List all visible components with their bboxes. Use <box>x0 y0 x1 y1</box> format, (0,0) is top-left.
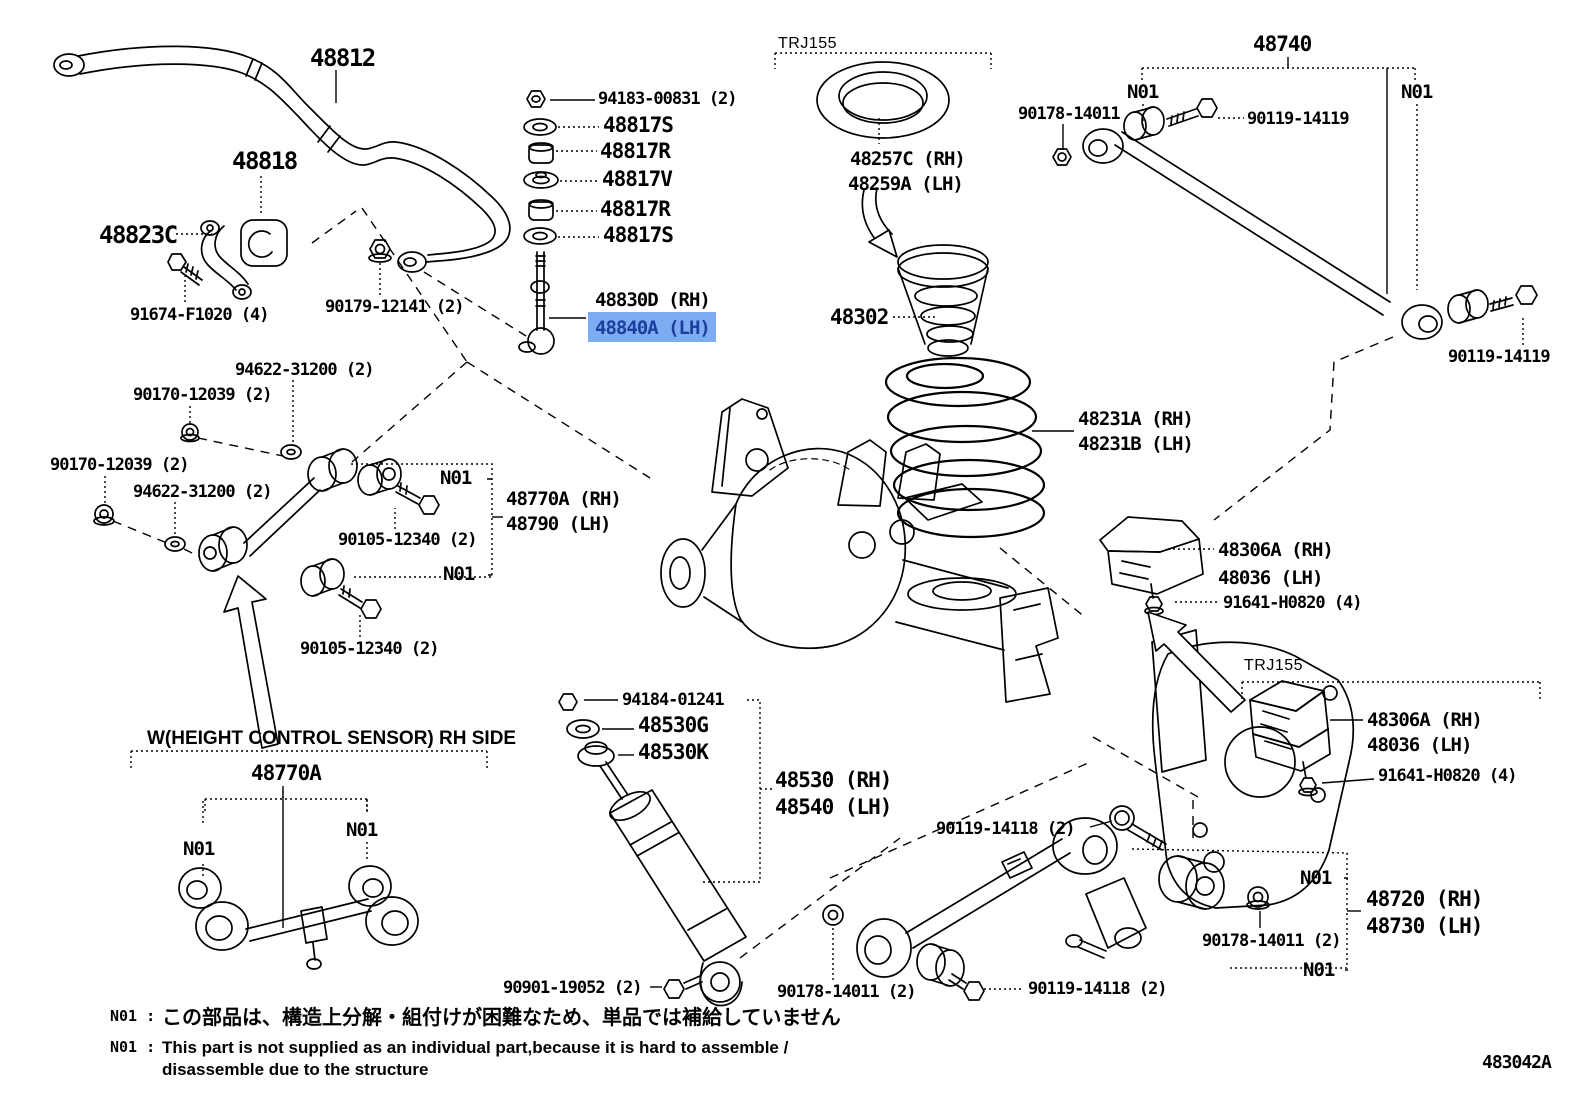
part-label-48530-rh[interactable]: 48530 (RH) <box>775 768 892 792</box>
height-sensor-arrow <box>223 575 279 749</box>
note-ref-n01-arm-lower: N01 <box>443 563 475 585</box>
axle-housing-drawing <box>660 398 1355 959</box>
footnote-marker-en: N01 : <box>110 1038 155 1056</box>
part-label-48259a-lh[interactable]: 48259A (LH) <box>848 173 964 195</box>
lateral-rod-upper-drawing <box>1052 98 1538 340</box>
selected-part-highlight <box>588 312 716 342</box>
bump-stopper-arrow <box>1147 611 1246 713</box>
part-label-90178-14011-center[interactable]: 90178-14011 (2) <box>777 982 917 1002</box>
part-label-48817s-upper[interactable]: 48817S <box>603 113 674 137</box>
part-label-94184-01241[interactable]: 94184-01241 <box>622 690 725 710</box>
stabilizer-bushing-drawing <box>240 219 288 267</box>
part-label-94622-31200-1[interactable]: 94622-31200 (2) <box>235 360 375 380</box>
shock-absorber-drawing <box>558 693 747 1007</box>
bump-stopper-upper-drawing <box>1099 516 1204 616</box>
part-label-48257c-rh[interactable]: 48257C (RH) <box>850 148 966 170</box>
assembly-reference-lines <box>112 207 1394 959</box>
lateral-rod-lower-drawing <box>822 805 1270 1001</box>
part-label-91674-f1020[interactable]: 91674-F1020 (4) <box>130 305 270 325</box>
note-ref-n01-rod-lower-bottom: N01 <box>1303 959 1335 981</box>
part-label-48720-rh[interactable]: 48720 (RH) <box>1366 887 1483 911</box>
part-label-48231b-lh[interactable]: 48231B (LH) <box>1078 433 1194 455</box>
height-control-sensor-note: W(HEIGHT CONTROL SENSOR) RH SIDE <box>147 728 516 749</box>
part-label-90119-14118-upper[interactable]: 90119-14118 (2) <box>936 819 1076 839</box>
spring-insulator-48302-drawing <box>897 244 989 357</box>
part-label-48840a-lh-selected[interactable]: 48840A (LH) <box>595 317 711 339</box>
spring-upper-insulator-drawing <box>816 61 950 139</box>
part-label-48830d-rh[interactable]: 48830D (RH) <box>595 289 711 311</box>
dotted-leader-lines <box>104 104 1524 990</box>
figure-code: 483042A <box>1482 1052 1552 1073</box>
stabilizer-link-drawing <box>518 251 555 355</box>
part-label-90105-12340-2[interactable]: 90105-12340 (2) <box>300 639 440 659</box>
insulator-arrow <box>861 187 898 258</box>
callout-labels: 48812 94183-00831 (2) 48817S 48817R 4881… <box>50 32 1551 1002</box>
part-label-90119-14119-right[interactable]: 90119-14119 <box>1448 347 1551 367</box>
screw-91674-drawing <box>167 253 203 286</box>
bump-stopper-lower-drawing <box>1249 680 1331 797</box>
part-label-48770a-variant[interactable]: 48770A <box>251 761 323 785</box>
nut-90179-drawing <box>368 239 392 263</box>
part-label-90105-12340-1[interactable]: 90105-12340 (2) <box>338 530 478 550</box>
footnote-english-line1: This part is not supplied as an individu… <box>162 1038 789 1057</box>
part-label-90178-14011-right[interactable]: 90178-14011 (2) <box>1202 931 1342 951</box>
model-code-trj155-top: TRJ155 <box>778 35 837 52</box>
stabilizer-bracket-drawing <box>200 220 252 300</box>
stabilizer-bar-drawing <box>53 45 511 273</box>
part-label-90901-19052[interactable]: 90901-19052 (2) <box>503 978 643 998</box>
note-ref-n01-arm-upper: N01 <box>440 467 472 489</box>
part-label-48036-lh-2[interactable]: 48036 (LH) <box>1367 734 1472 756</box>
part-label-48817r-lower[interactable]: 48817R <box>600 197 672 221</box>
height-sensor-arm-drawing <box>178 865 419 970</box>
part-label-48740[interactable]: 48740 <box>1253 32 1313 56</box>
part-label-48302[interactable]: 48302 <box>830 305 889 329</box>
part-label-91641-h0820-1[interactable]: 91641-H0820 (4) <box>1223 593 1363 613</box>
note-ref-n01-sensor-left: N01 <box>183 838 215 860</box>
part-label-90179-12141[interactable]: 90179-12141 (2) <box>325 297 465 317</box>
upper-control-arm-drawing <box>93 423 440 619</box>
part-label-48036-lh-1[interactable]: 48036 (LH) <box>1218 567 1323 589</box>
part-label-91641-h0820-2[interactable]: 91641-H0820 (4) <box>1378 766 1518 786</box>
footnote-marker-jp: N01 : <box>110 1007 155 1025</box>
coil-spring-drawing <box>884 356 1046 539</box>
part-label-94622-31200-2[interactable]: 94622-31200 (2) <box>133 482 273 502</box>
part-label-48540-lh[interactable]: 48540 (LH) <box>775 795 892 819</box>
part-label-90178-14011-top[interactable]: 90178-14011 <box>1018 104 1121 124</box>
part-label-94183-00831[interactable]: 94183-00831 (2) <box>598 89 738 109</box>
part-label-48823c[interactable]: 48823C <box>99 221 178 249</box>
grouping-brackets <box>130 52 1541 969</box>
part-label-48817v[interactable]: 48817V <box>602 167 674 191</box>
stabilizer-link-parts-stack <box>523 90 559 245</box>
footnote-english-line2: disassemble due to the structure <box>162 1060 428 1079</box>
part-label-48770a-rh[interactable]: 48770A (RH) <box>506 488 622 510</box>
part-label-48812[interactable]: 48812 <box>310 44 376 72</box>
part-label-48231a-rh[interactable]: 48231A (RH) <box>1078 408 1194 430</box>
part-label-48817s-lower[interactable]: 48817S <box>603 223 674 247</box>
leader-lines <box>282 57 1388 988</box>
part-label-90119-14118-lower[interactable]: 90119-14118 (2) <box>1028 979 1168 999</box>
part-label-48530k[interactable]: 48530K <box>638 740 710 764</box>
part-label-90170-12039-1[interactable]: 90170-12039 (2) <box>133 385 273 405</box>
note-ref-n01-rod-lower-top: N01 <box>1300 867 1332 889</box>
note-ref-n01-sensor-right: N01 <box>346 819 378 841</box>
part-label-48530g[interactable]: 48530G <box>638 713 709 737</box>
part-label-90170-12039-2[interactable]: 90170-12039 (2) <box>50 455 190 475</box>
part-label-48306a-rh-2[interactable]: 48306A (RH) <box>1367 709 1483 731</box>
part-label-48790-lh[interactable]: 48790 (LH) <box>506 513 611 535</box>
part-label-48306a-rh-1[interactable]: 48306A (RH) <box>1218 539 1334 561</box>
footnotes: N01 : この部品は、構造上分解・組付けが困難なため、単品では補給していません… <box>110 1005 1553 1079</box>
model-code-trj155-mid: TRJ155 <box>1244 657 1303 674</box>
part-label-48817r-upper[interactable]: 48817R <box>600 139 672 163</box>
part-label-48730-lh[interactable]: 48730 (LH) <box>1366 914 1483 938</box>
part-label-48818[interactable]: 48818 <box>232 147 298 175</box>
part-label-90119-14119-top[interactable]: 90119-14119 <box>1247 109 1350 129</box>
note-ref-n01-rod-upper-right: N01 <box>1401 81 1433 103</box>
footnote-japanese: この部品は、構造上分解・組付けが困難なため、単品では補給していません <box>162 1005 841 1029</box>
note-ref-n01-rod-upper-left: N01 <box>1127 81 1159 103</box>
